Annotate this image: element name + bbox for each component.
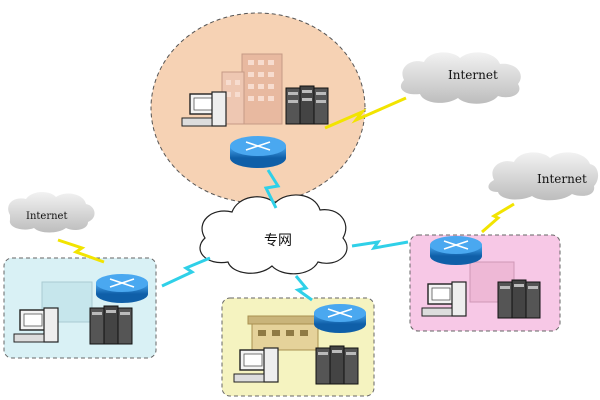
lightning-left-to-internet [57, 238, 105, 264]
lightning-top-to-internet [324, 96, 407, 130]
lightning-center-to-right [351, 239, 409, 251]
lightning-right-to-internet [481, 202, 515, 234]
internet-label-top: Internet [448, 68, 498, 82]
building-icon [221, 53, 283, 125]
lightning-center-to-left [161, 256, 211, 288]
internet-cloud-top: Internet [400, 52, 521, 104]
pc-icon [13, 307, 59, 343]
center-cloud: 专网 [199, 194, 348, 275]
router-icon [430, 236, 482, 265]
router-icon [230, 136, 286, 168]
lightning-top-to-center [263, 169, 281, 209]
lightning-center-to-bottom [294, 275, 313, 302]
internet-cloud-right: Internet [488, 152, 599, 201]
pc-icon [421, 281, 467, 317]
router-icon [314, 304, 366, 333]
internet-cloud-left: Internet [8, 191, 95, 233]
building-icon [247, 315, 323, 351]
pc-icon [233, 347, 279, 383]
router-icon [96, 274, 148, 303]
server-rack-icon [89, 305, 133, 345]
internet-label-right: Internet [537, 172, 587, 186]
server-rack-icon [497, 279, 541, 319]
server-rack-icon [315, 345, 359, 385]
server-rack-icon [285, 85, 329, 125]
center-network-label: 专网 [264, 233, 292, 249]
pc-icon [181, 91, 227, 127]
internet-label-left: Internet [26, 211, 67, 222]
